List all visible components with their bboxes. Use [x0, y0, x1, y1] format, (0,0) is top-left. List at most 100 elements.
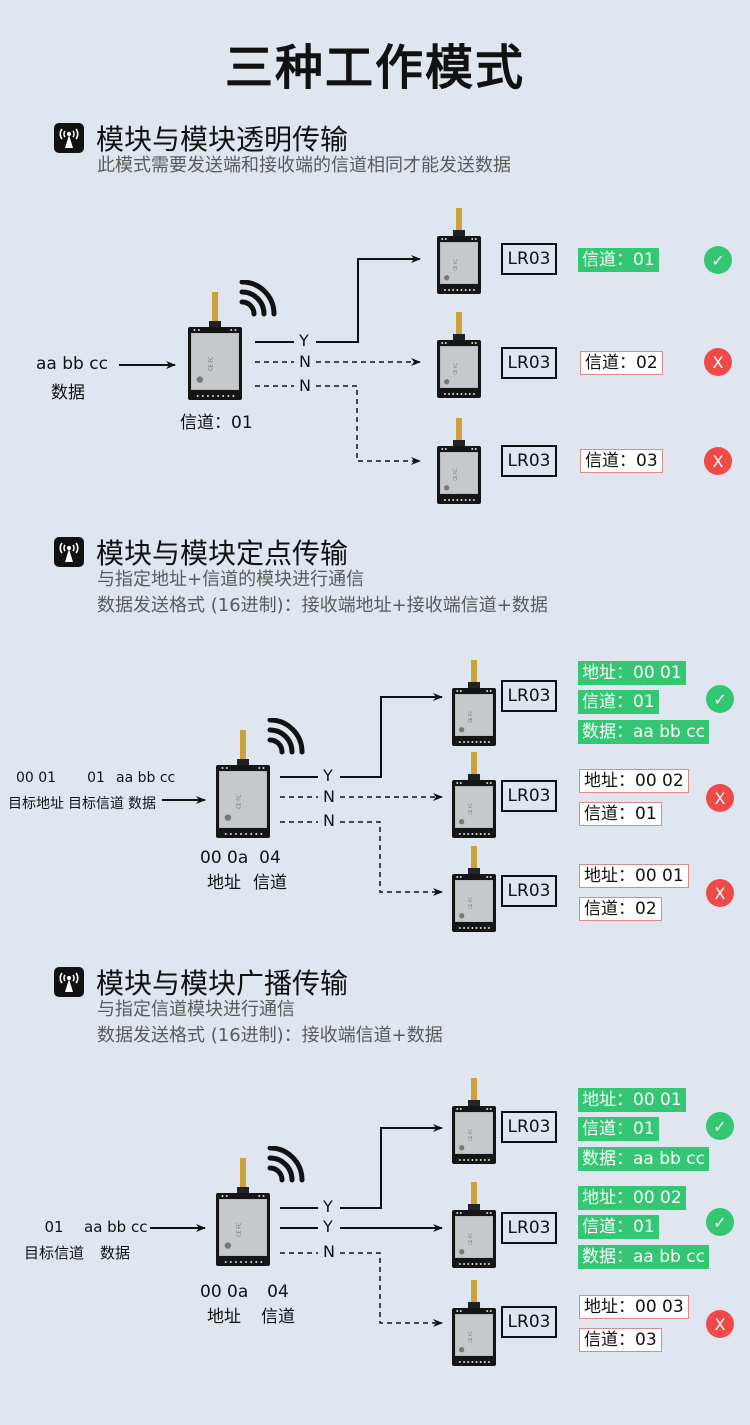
- svg-text:CE FC: CE FC: [236, 794, 242, 809]
- model-label: LR03: [501, 243, 557, 275]
- channel-tag: 信道：01: [578, 1117, 659, 1141]
- model-label: LR03: [501, 445, 557, 477]
- channel-tag: 信道：01: [578, 248, 659, 272]
- sender-address-value: 00 0a: [200, 848, 249, 868]
- channel-tag: 信道：01: [579, 802, 662, 826]
- branch-label: N: [323, 1242, 335, 1261]
- svg-text:CE FC: CE FC: [208, 356, 214, 371]
- svg-text:CE FC: CE FC: [453, 469, 458, 481]
- input-label: 数据: [51, 383, 85, 403]
- branch-label: N: [323, 811, 335, 830]
- check-icon: ✓: [706, 1208, 734, 1236]
- input-value: aa bb cc: [84, 1218, 148, 1236]
- branch-line-y: [255, 259, 420, 343]
- lora-module-receiver: CE FC: [437, 312, 481, 402]
- branch-label: N: [299, 376, 311, 395]
- section-header-transparent: 模块与模块透明传输: [54, 118, 348, 158]
- model-label: LR03: [501, 347, 557, 379]
- section-title: 模块与模块定点传输: [96, 537, 349, 570]
- branch-label: Y: [299, 331, 309, 350]
- antenna-icon: [54, 967, 84, 997]
- channel-tag: 信道：03: [580, 449, 663, 473]
- section-format: 数据发送格式 (16进制)：接收端地址+接收端信道+数据: [97, 595, 548, 616]
- address-tag: 地址：00 01: [578, 661, 686, 685]
- svg-text:CE FC: CE FC: [236, 1222, 242, 1237]
- channel-tag: 信道：01: [578, 1215, 659, 1239]
- branch-label: Y: [323, 766, 333, 785]
- channel-tag: 信道：02: [579, 897, 662, 921]
- data-tag: 数据：aa bb cc: [578, 720, 709, 744]
- check-icon: ✓: [704, 246, 732, 274]
- sender-address-value: 00 0a: [200, 1282, 249, 1302]
- data-tag: 数据：aa bb cc: [578, 1147, 709, 1171]
- section-title: 模块与模块广播传输: [96, 967, 349, 1000]
- lora-module-sender: CE FC: [216, 1158, 270, 1270]
- model-label: LR03: [501, 1111, 557, 1143]
- svg-text:CE FC: CE FC: [468, 1233, 473, 1245]
- lora-module-receiver: CE FC: [437, 418, 481, 508]
- model-label: LR03: [501, 680, 557, 712]
- svg-text:CE FC: CE FC: [468, 897, 473, 909]
- input-label: 目标信道: [68, 796, 124, 812]
- cross-icon: X: [706, 879, 734, 907]
- branch-line-n: [280, 821, 442, 892]
- model-label: LR03: [501, 1212, 557, 1244]
- wifi-signal-icon: [238, 279, 278, 324]
- address-tag: 地址：00 03: [579, 1295, 689, 1319]
- page-title: 三种工作模式: [224, 40, 525, 96]
- input-value: 01: [44, 1218, 64, 1236]
- input-label: 数据: [99, 1244, 130, 1262]
- sender-channel-label: 信道: [253, 873, 287, 893]
- address-tag: 地址：00 01: [578, 1088, 686, 1112]
- input-label: 目标地址: [8, 796, 64, 812]
- branch-label: Y: [323, 1197, 333, 1216]
- data-tag: 数据：aa bb cc: [578, 1245, 709, 1269]
- branch-label: N: [323, 787, 335, 806]
- section-title: 模块与模块透明传输: [96, 123, 349, 156]
- lora-module-sender: CE FC: [188, 292, 242, 404]
- lora-module-sender: CE FC: [216, 730, 270, 842]
- antenna-icon: [54, 537, 84, 567]
- antenna-icon: [54, 123, 84, 153]
- wifi-signal-icon: [266, 717, 306, 762]
- section-description: 与指定信道模块进行通信: [97, 999, 295, 1020]
- section-header-fixed-point: 模块与模块定点传输: [54, 532, 348, 572]
- input-value: 01: [87, 770, 105, 786]
- sender-address-label: 地址: [207, 873, 241, 893]
- address-tag: 地址：00 01: [579, 864, 689, 888]
- svg-text:CE FC: CE FC: [453, 363, 458, 375]
- section-description: 此模式需要发送端和接收端的信道相同才能发送数据: [97, 155, 511, 176]
- wifi-signal-icon: [266, 1145, 306, 1190]
- lora-module-receiver: CE FC: [452, 1078, 496, 1168]
- lora-module-receiver: CE FC: [452, 660, 496, 750]
- input-label: 数据: [128, 796, 156, 812]
- sender-channel-value: 04: [259, 848, 281, 868]
- model-label: LR03: [501, 1306, 557, 1338]
- sender-address-label: 地址: [207, 1307, 241, 1327]
- model-label: LR03: [501, 875, 557, 907]
- branch-line-n: [255, 385, 420, 461]
- input-label: 目标信道: [23, 1244, 84, 1262]
- channel-tag: 信道：03: [579, 1328, 662, 1352]
- section-header-broadcast: 模块与模块广播传输: [54, 962, 348, 1002]
- lora-module-receiver: CE FC: [452, 752, 496, 842]
- sender-channel-value: 04: [267, 1282, 289, 1302]
- section-format: 数据发送格式 (16进制)：接收端信道+数据: [97, 1025, 443, 1046]
- input-value: 00 01: [15, 770, 57, 786]
- model-label: LR03: [501, 780, 557, 812]
- svg-text:CE FC: CE FC: [468, 803, 473, 815]
- branch-label: Y: [323, 1217, 333, 1236]
- svg-text:CE FC: CE FC: [453, 259, 458, 271]
- section-description: 与指定地址+信道的模块进行通信: [97, 569, 365, 590]
- branch-line-y: [280, 697, 442, 778]
- svg-text:CE FC: CE FC: [468, 1129, 473, 1141]
- lora-module-receiver: CE FC: [437, 208, 481, 298]
- sender-channel: 信道：01: [180, 413, 253, 433]
- address-tag: 地址：00 02: [579, 769, 689, 793]
- channel-tag: 信道：02: [580, 351, 663, 375]
- input-value: aa bb cc: [116, 770, 176, 786]
- lora-module-receiver: CE FC: [452, 846, 496, 936]
- svg-text:CE FC: CE FC: [468, 1331, 473, 1343]
- channel-tag: 信道：01: [578, 690, 659, 714]
